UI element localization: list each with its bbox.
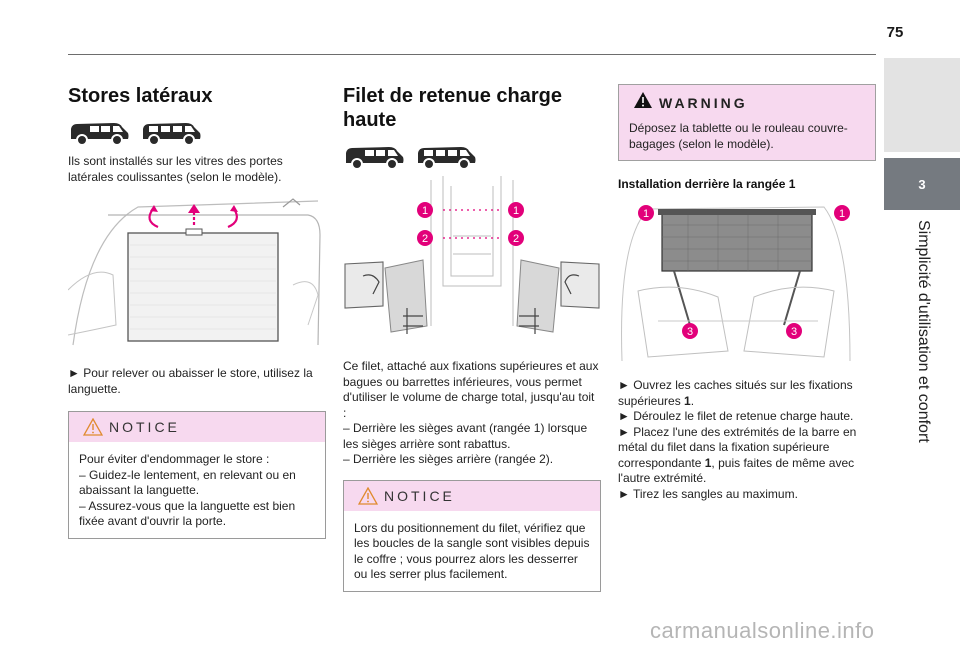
notice-title: NOTICE — [384, 487, 455, 504]
net-text-line: Ce filet, attaché aux fixations supérieu… — [343, 359, 599, 420]
van-icon — [71, 123, 129, 146]
net-label: 2 — [513, 233, 519, 245]
van-icon — [346, 147, 404, 170]
number-badge-icon — [417, 202, 524, 246]
warning-text: Déposez la tablette ou le rouleau couvre… — [629, 121, 848, 151]
notice-line: Pour éviter d'endommager le store : — [79, 452, 270, 466]
notice-box-blinds: NOTICE Pour éviter d'endommager le store… — [68, 411, 326, 539]
notice-line: – Assurez-vous que la languette est bien… — [79, 498, 296, 529]
vehicle-icons — [343, 144, 601, 170]
warning-header: WARNING — [619, 85, 875, 117]
chapter-tab[interactable]: 3 — [884, 158, 960, 210]
page-number: 75 — [886, 24, 904, 41]
notice-header: NOTICE — [69, 412, 325, 442]
installation-step: ► Ouvrez les caches situés sur les fixat… — [618, 378, 853, 408]
net-installation-illustration: 1 1 3 3 — [621, 205, 851, 362]
blinds-instruction: ► Pour relever ou abaisser le store, uti… — [68, 366, 313, 396]
side-tab-blank — [884, 58, 960, 152]
warning-triangle-icon — [358, 486, 378, 505]
cargo-net-illustration: 1 1 2 2 — [344, 176, 600, 334]
warning-body: Déposez la tablette ou le rouleau couvre… — [619, 117, 875, 160]
installation-subtitle: Installation derrière la rangée 1 — [618, 177, 796, 191]
section-title-net: Filet de retenue charge haute — [343, 85, 562, 131]
vehicle-icons — [68, 120, 326, 146]
notice-line: – Guidez-le lentement, en relevant ou en… — [79, 467, 296, 498]
warning-box: WARNING Déposez la tablette ou le roulea… — [618, 84, 876, 161]
notice-text: Lors du positionnement du filet, vérifie… — [354, 520, 590, 582]
warning-triangle-icon — [83, 418, 103, 436]
top-divider — [68, 54, 876, 55]
net-description: Ce filet, attaché aux fixations supérieu… — [343, 359, 601, 468]
net-text-line: – Derrière les sièges avant (rangée 1) l… — [343, 421, 588, 451]
mpv-icon — [418, 147, 476, 170]
column-installation: WARNING Déposez la tablette ou le roulea… — [618, 60, 876, 502]
chapter-number: 3 — [918, 176, 926, 192]
net-label: 2 — [422, 233, 428, 245]
warning-title: WARNING — [659, 95, 748, 111]
mpv-icon — [143, 123, 201, 146]
notice-body: Pour éviter d'endommager le store : – Gu… — [69, 442, 325, 538]
notice-header: NOTICE — [344, 480, 600, 511]
installation-step: ► Tirez les sangles au maximum. — [618, 486, 798, 501]
warning-triangle-icon — [634, 92, 652, 108]
chapter-title: Simplicité d'utilisation et confort — [884, 214, 960, 514]
column-cargo-net: Filet de retenue charge haute 1 1 — [343, 60, 601, 592]
installation-steps: ► Ouvrez les caches situés sur les fixat… — [618, 378, 876, 502]
section-title-blinds: Stores latéraux — [68, 85, 213, 107]
watermark: carmanualsonline.info — [650, 618, 875, 643]
blinds-intro: Ils sont installés sur les vitres des po… — [68, 154, 283, 184]
number-badge-icon — [638, 205, 850, 339]
installation-label: 3 — [687, 326, 693, 338]
installation-label: 1 — [643, 208, 649, 220]
installation-step: ► Placez l'une des extrémités de la barr… — [618, 424, 857, 486]
installation-label: 1 — [839, 208, 845, 220]
notice-title: NOTICE — [109, 419, 180, 435]
column-side-blinds: Stores latéraux Ils sont installés sur l… — [67, 60, 326, 539]
side-blind-illustration — [67, 198, 321, 346]
net-label: 1 — [422, 205, 428, 217]
installation-label: 3 — [791, 326, 797, 338]
chapter-title-text: Simplicité d'utilisation et confort — [915, 220, 932, 443]
installation-step: ► Déroulez le filet de retenue charge ha… — [618, 409, 854, 423]
notice-box-net: NOTICE Lors du positionnement du filet, … — [343, 479, 601, 592]
notice-body: Lors du positionnement du filet, vérifie… — [344, 511, 600, 591]
net-label: 1 — [513, 205, 519, 217]
net-text-line: – Derrière les sièges arrière (rangée 2)… — [343, 452, 554, 466]
